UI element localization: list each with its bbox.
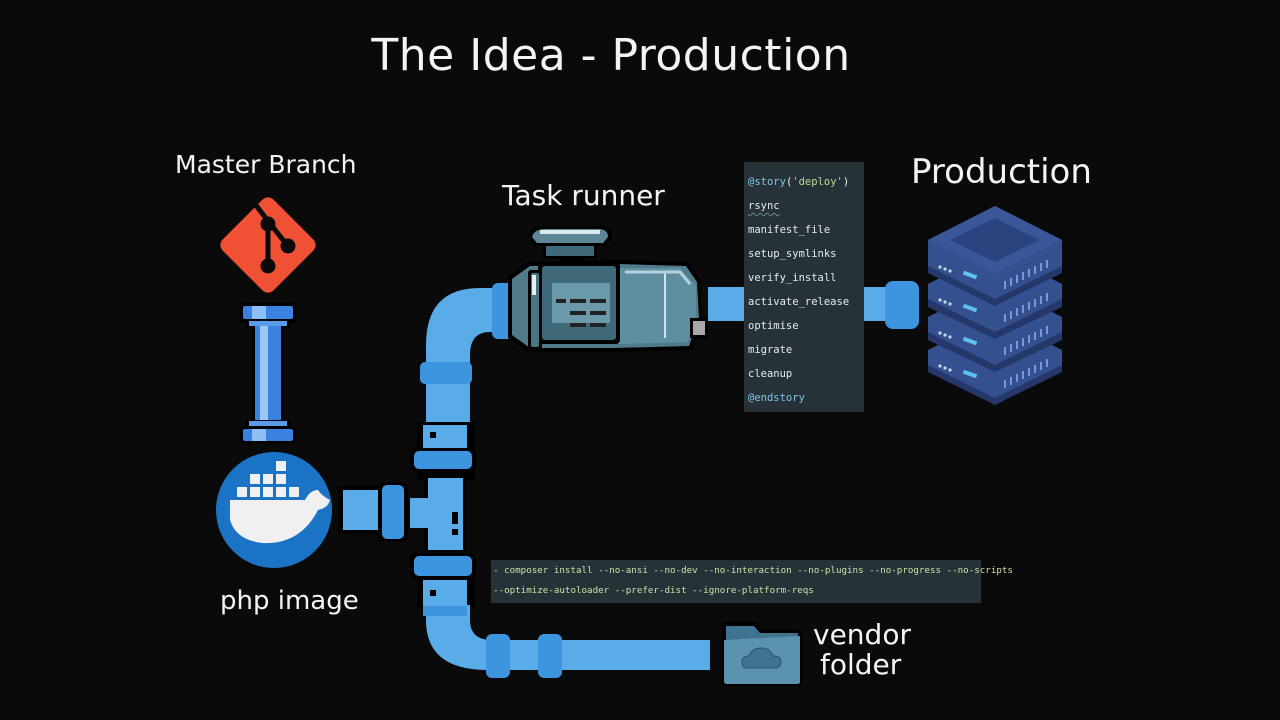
story-task-line: rsync — [744, 196, 864, 220]
vendor-folder-label-line1: vendor — [813, 618, 911, 651]
git-branch-glyph — [253, 202, 296, 274]
master-pipe-icon — [240, 303, 296, 444]
php-image-label: php image — [220, 586, 359, 616]
story-task-line: verify_install — [748, 272, 837, 284]
story-task-line: migrate — [748, 344, 793, 356]
task-runner-label: Task runner — [502, 179, 665, 212]
vendor-folder-label-line2: folder — [820, 648, 902, 681]
production-label: Production — [911, 152, 1092, 192]
story-close-paren: ) — [842, 176, 850, 188]
slide-title: The Idea - Production — [371, 30, 851, 81]
story-task-line: optimise — [748, 320, 799, 332]
story-task-line: cleanup — [748, 368, 793, 380]
composer-command-line2: --optimize-autoloader --prefer-dist --ig… — [493, 585, 814, 596]
server-unit-top — [928, 206, 1062, 306]
story-task-line: manifest_file — [748, 224, 831, 236]
story-task-line: activate_release — [748, 296, 850, 308]
docker-whale-icon — [216, 452, 332, 568]
composer-command-panel: - composer install --no-ansi --no-dev --… — [491, 560, 1013, 603]
story-open-paren: ( — [785, 176, 793, 188]
master-branch-label: Master Branch — [175, 150, 357, 179]
story-directive: @story — [748, 176, 786, 188]
story-task: rsync — [748, 200, 780, 212]
deploy-story-code-panel: @story('deploy') rsync manifest_file set… — [744, 162, 864, 412]
water-pump-icon — [508, 226, 708, 352]
pipe-system-icon — [338, 281, 919, 678]
vendor-folder-label: vendor folder — [813, 620, 911, 680]
story-task-line: setup_symlinks — [748, 248, 837, 260]
story-close-line: @endstory — [748, 392, 805, 404]
story-open-line: @story('deploy') — [744, 172, 864, 196]
server-stack-icon — [928, 206, 1062, 405]
composer-command-line1: - composer install --no-ansi --no-dev --… — [493, 565, 1013, 576]
cloud-folder-icon — [722, 622, 802, 686]
story-name: 'deploy' — [792, 176, 843, 188]
